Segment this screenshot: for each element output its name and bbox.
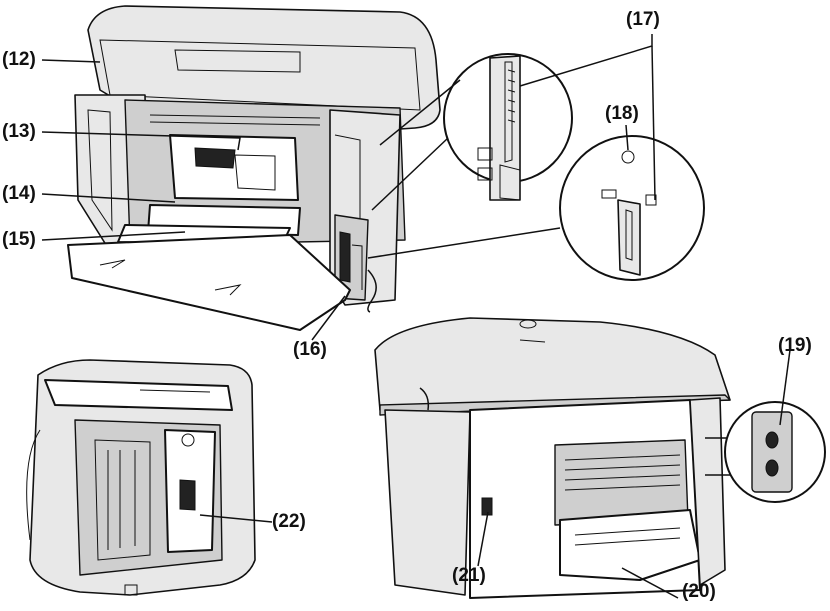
callout-18: (18) bbox=[605, 103, 639, 124]
callout-15: (15) bbox=[2, 229, 36, 250]
front-view-printer bbox=[67, 5, 441, 331]
callout-20: (20) bbox=[682, 581, 716, 602]
leader-lines bbox=[41, 34, 791, 426]
rear-right-view-printer bbox=[374, 317, 826, 599]
callout-22: (22) bbox=[272, 511, 306, 532]
callout-13: (13) bbox=[2, 121, 36, 142]
card-slot-magnifier bbox=[371, 53, 573, 211]
rear-left-view-printer bbox=[26, 359, 273, 596]
callout-17: (17) bbox=[626, 9, 660, 30]
callout-21: (21) bbox=[452, 565, 486, 586]
callout-19: (19) bbox=[778, 335, 812, 356]
callout-12: (12) bbox=[2, 49, 36, 70]
callout-14: (14) bbox=[2, 183, 36, 204]
callout-16: (16) bbox=[293, 339, 327, 360]
slot-magnifier-18 bbox=[367, 135, 705, 281]
